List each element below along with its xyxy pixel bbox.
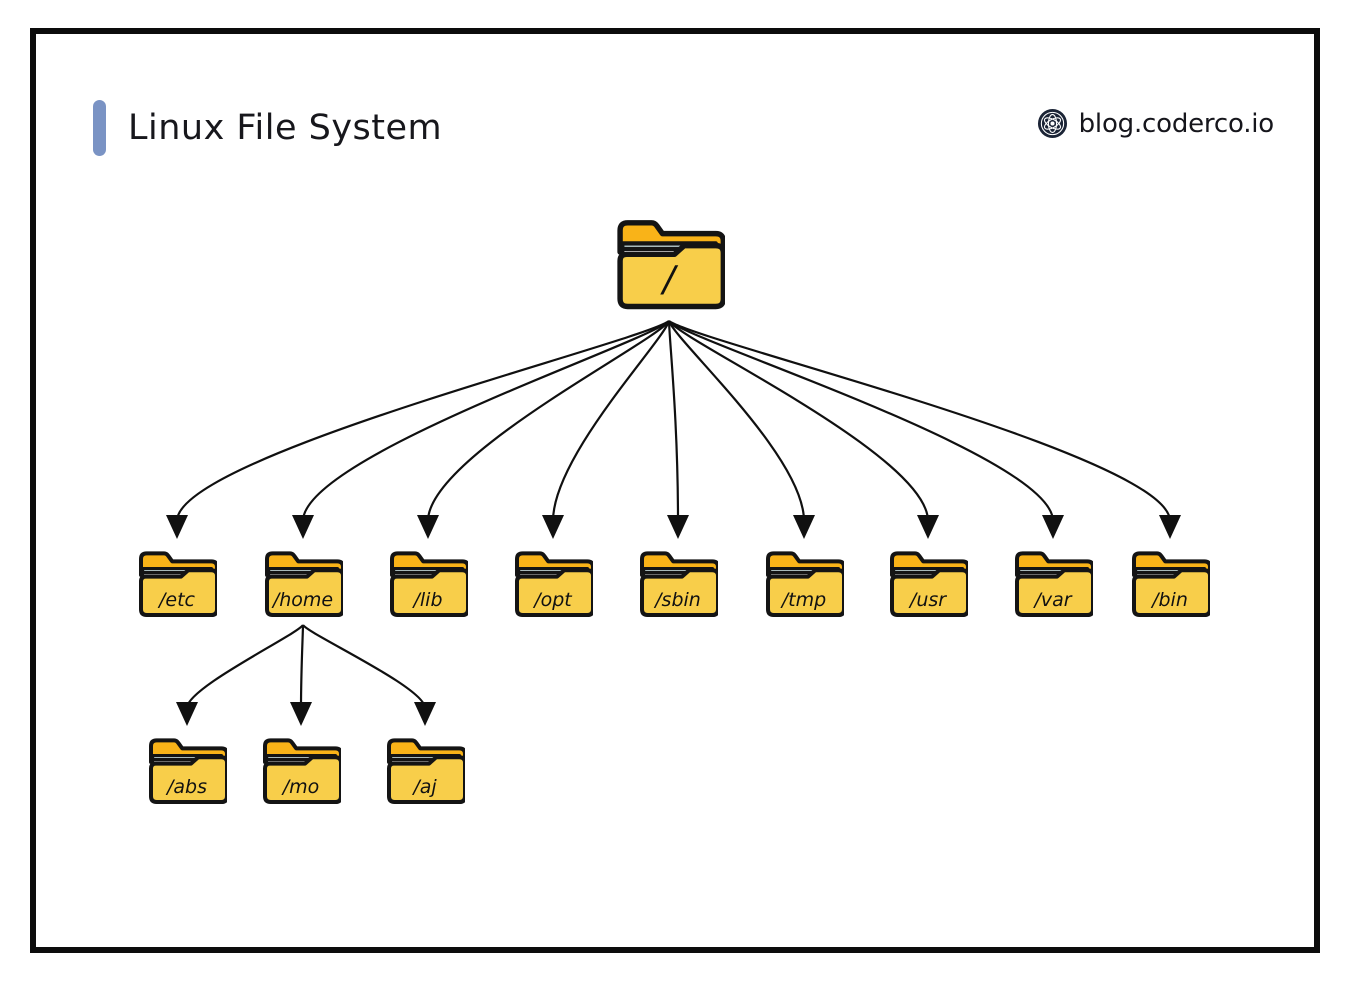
page-title-text: Linux File System [128, 108, 443, 148]
folder-node-etc[interactable]: /etc [137, 545, 217, 621]
page-title: Linux File System [93, 100, 442, 156]
folder-node-usr[interactable]: /usr [888, 545, 968, 621]
brand-text: blog.coderco.io [1078, 108, 1275, 139]
folder-node-opt[interactable]: /opt [513, 545, 593, 621]
folder-node-mo[interactable]: /mo [261, 732, 341, 808]
folder-node-var[interactable]: /var [1013, 545, 1093, 621]
brand: blog.coderco.io [1037, 108, 1274, 139]
folder-node-root[interactable]: / [613, 213, 725, 313]
folder-node-abs[interactable]: /abs [147, 732, 227, 808]
folder-node-sbin[interactable]: /sbin [638, 545, 718, 621]
folder-node-home[interactable]: /home [263, 545, 343, 621]
folder-node-tmp[interactable]: /tmp [764, 545, 844, 621]
folder-node-bin[interactable]: /bin [1130, 545, 1210, 621]
page-frame [30, 28, 1320, 953]
title-accent-bar [93, 100, 106, 156]
atom-logo-icon [1037, 108, 1067, 139]
folder-node-aj[interactable]: /aj [385, 732, 465, 808]
folder-node-lib[interactable]: /lib [388, 545, 468, 621]
